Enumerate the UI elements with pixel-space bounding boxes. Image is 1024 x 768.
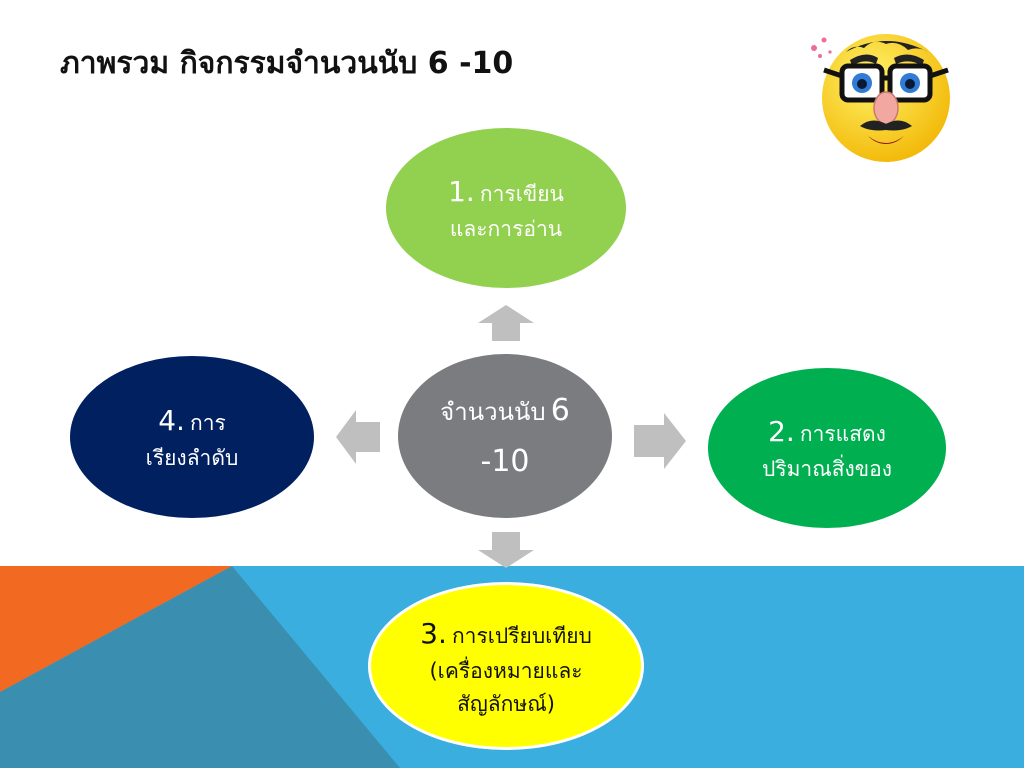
center-line-2: -10 bbox=[480, 444, 530, 479]
node-comparing: 3. การเปรียบเทียบ (เครื่องหมายและ สัญลัก… bbox=[368, 582, 644, 750]
node-ordering: 4. การ เรียงลำดับ bbox=[70, 356, 314, 518]
center-line-1: จำนวนนับ 6 bbox=[440, 393, 570, 428]
funny-face-glasses-mascot-icon bbox=[811, 34, 950, 162]
arrow-left-icon bbox=[336, 410, 380, 464]
arrow-up-icon bbox=[478, 305, 534, 341]
center-node: จำนวนนับ 6 -10 bbox=[398, 354, 612, 518]
arrow-down-icon bbox=[478, 532, 534, 568]
arrow-right-icon bbox=[634, 413, 686, 469]
page-title: ภาพรวม กิจกรรมจำนวนนับ 6 -10 bbox=[60, 46, 514, 81]
node-showing-quantity: 2. การแสดง ปริมาณสิ่งของ bbox=[708, 368, 946, 528]
node-writing-reading: 1. การเขียน และการอ่าน bbox=[386, 128, 626, 288]
